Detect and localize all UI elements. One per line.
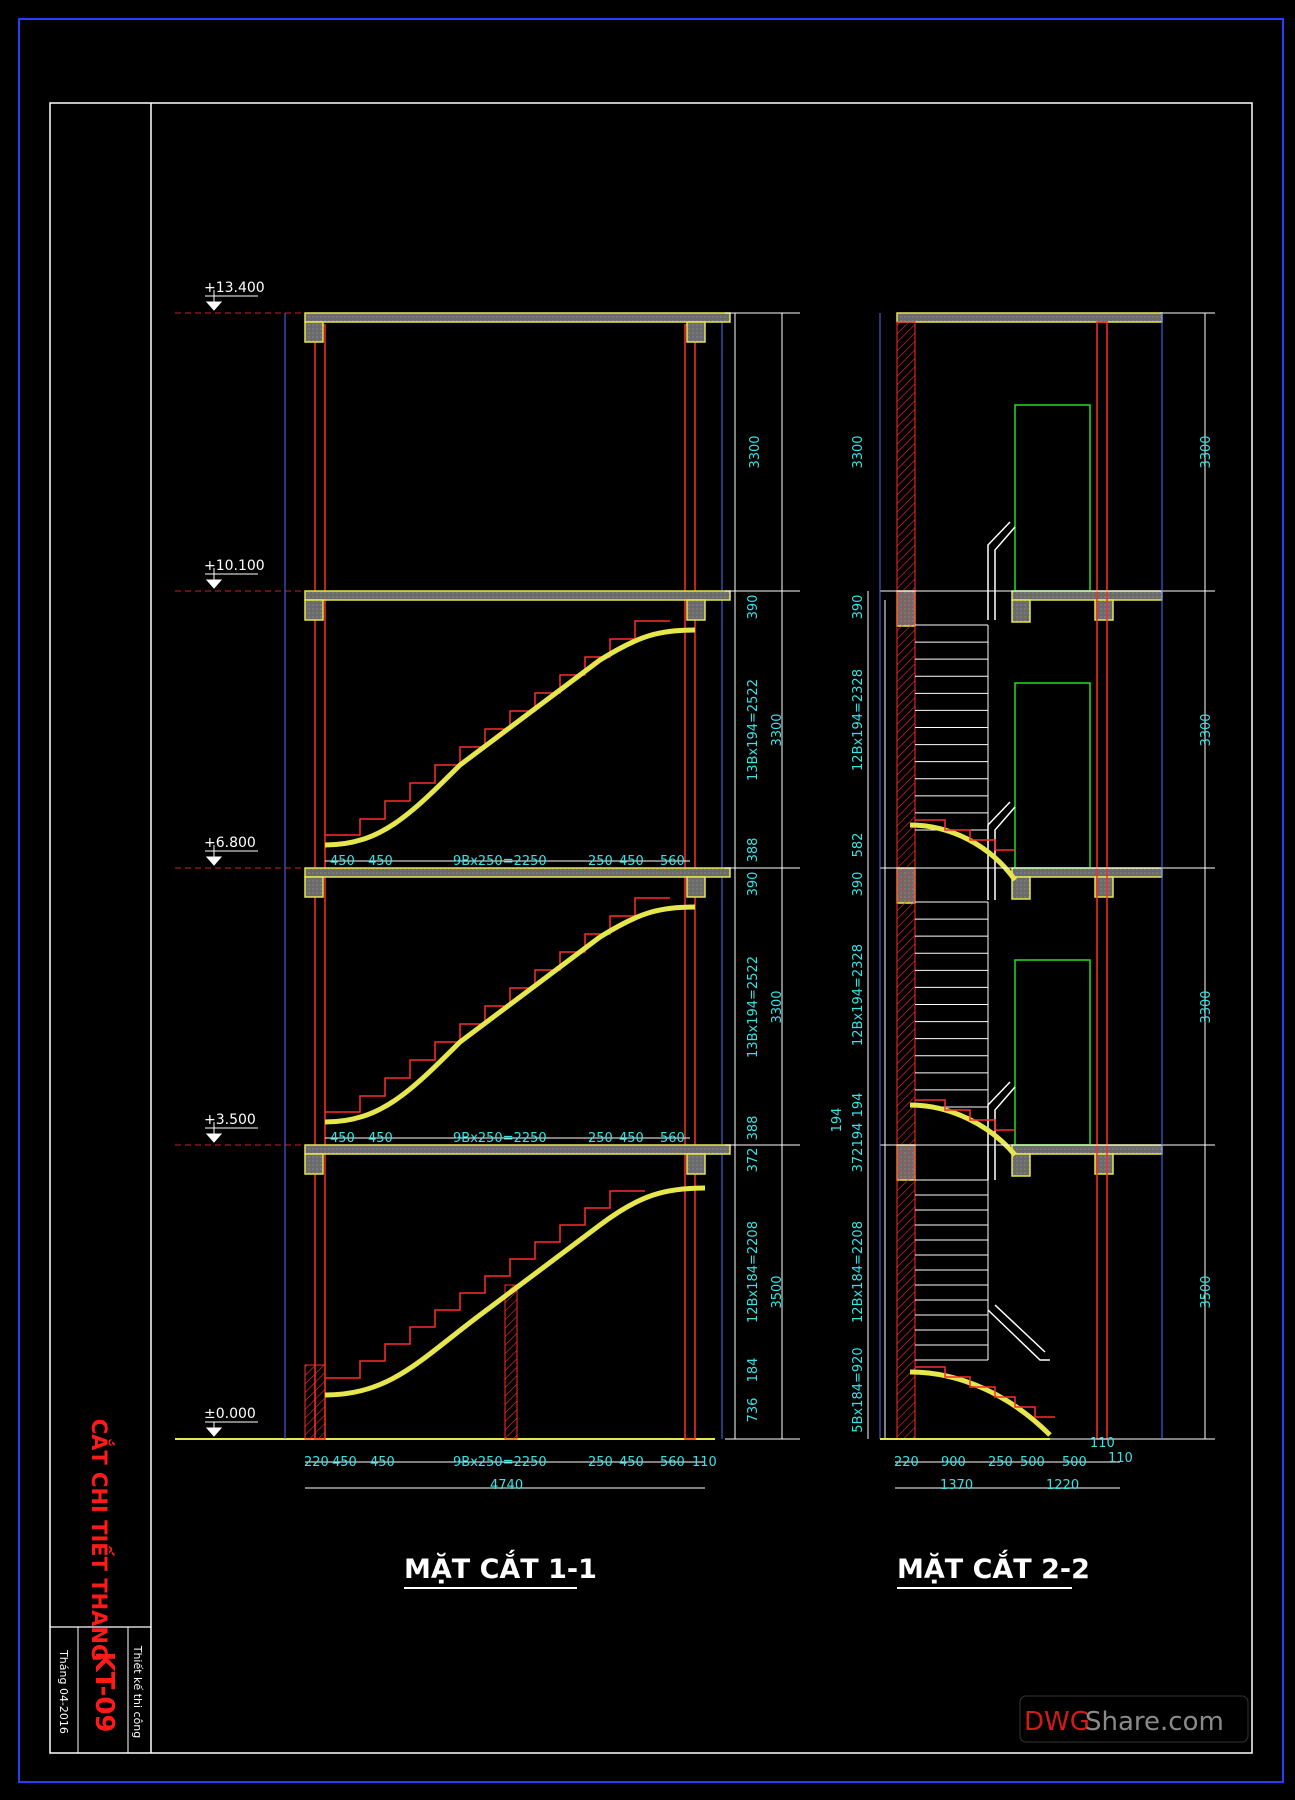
dim-s2-a: 390 <box>746 872 761 897</box>
dim2-5: 12Bx194=2328 <box>851 944 866 1046</box>
bottom-total: 1220 <box>1046 1478 1079 1493</box>
dim-s1-c: 388 <box>746 838 761 863</box>
level-6800: +6.800 <box>204 835 256 851</box>
dim2-10: 12Bx184=2208 <box>851 1221 866 1323</box>
watermark-share: Share.com <box>1085 1707 1224 1737</box>
dim-s3-c: 184 <box>746 1358 761 1383</box>
bottom-dim: 900 <box>941 1455 966 1470</box>
watermark: DWG Share.com <box>1019 1695 1249 1743</box>
bottom-dim: 500 <box>1020 1455 1045 1470</box>
level-3500: +3.500 <box>204 1112 256 1128</box>
dim2-2: 12Bx194=2328 <box>851 669 866 771</box>
bottom-dim: 220 <box>894 1455 919 1470</box>
bottom-dim: 450 <box>332 1455 357 1470</box>
phase-label: Thiết kế thi công <box>131 1645 144 1739</box>
dim-s2-b: 13Bx194=2522 <box>746 956 761 1058</box>
dim-floor-4: 3500 <box>770 1275 785 1308</box>
level-0000: ±0.000 <box>204 1406 256 1422</box>
dim-floor-2: 3300 <box>770 713 785 746</box>
dim2-r3: 3500 <box>1199 1275 1214 1308</box>
dim2-4: 390 <box>851 872 866 897</box>
bottom-dim: 450 <box>619 1455 644 1470</box>
tread-dim: 9Bx250=2250 <box>453 854 547 869</box>
dim-s3-a: 372 <box>746 1148 761 1173</box>
bottom-dim: 250 <box>588 1455 613 1470</box>
tread-dim: 560 <box>660 854 685 869</box>
dim2-3: 582 <box>851 833 866 858</box>
tread-dims-row-1: 450 450 9Bx250=2250 250 450 560 <box>330 854 685 869</box>
tread-dim: 250 <box>588 854 613 869</box>
tread-dims-row-2: 450 450 9Bx250=2250 250 450 560 <box>330 1131 685 1146</box>
dim2-r1: 3300 <box>1199 713 1214 746</box>
tread-dim: 560 <box>660 1131 685 1146</box>
section-1-title: MẶT CẮT 1-1 <box>404 1549 597 1585</box>
dim-s3-d: 736 <box>746 1398 761 1423</box>
dim-floor-3: 3300 <box>770 990 785 1023</box>
dim2-11: 5Bx184=920 <box>851 1347 866 1432</box>
dim-s1-a: 390 <box>746 595 761 620</box>
drawing-code: KT-09 <box>89 1651 119 1732</box>
bottom-total: 1370 <box>940 1478 973 1493</box>
dim2-9: 194 <box>851 1123 866 1148</box>
dim2-r0: 3300 <box>1199 435 1214 468</box>
tread-dim: 450 <box>368 854 393 869</box>
bottom-dim: 110 <box>692 1455 717 1470</box>
tread-dim: 450 <box>330 854 355 869</box>
dim-s3-b: 12Bx184=2208 <box>746 1221 761 1323</box>
bottom-dim: 110 <box>1090 1436 1115 1451</box>
tread-dim: 450 <box>330 1131 355 1146</box>
tread-dim: 250 <box>588 1131 613 1146</box>
bottom-dim: 250 <box>988 1455 1013 1470</box>
watermark-dwg: DWG <box>1024 1707 1090 1737</box>
dim2-8: 372 <box>851 1148 866 1173</box>
section-2-2: 3300 390 12Bx194=2328 582 390 12Bx194=23… <box>830 312 1215 1589</box>
dim2-0: 3300 <box>851 435 866 468</box>
tread-dim: 450 <box>619 1131 644 1146</box>
level-13400: +13.400 <box>204 280 265 296</box>
bottom-dims-2: 220 900 250 500 500 110 110 1370 1220 <box>894 1436 1133 1493</box>
bottom-dims-1: 220 450 450 9Bx250=2250 250 450 560 110 <box>304 1455 717 1470</box>
dim-floor-1: 3300 <box>748 435 763 468</box>
dim-s1-b: 13Bx194=2522 <box>746 679 761 781</box>
inner-frame <box>49 102 1253 1754</box>
level-10100: +10.100 <box>204 558 265 574</box>
dim2-6: 194 <box>830 1108 845 1133</box>
tread-dim: 450 <box>619 854 644 869</box>
dim2-1: 390 <box>851 595 866 620</box>
tread-dim: 450 <box>368 1131 393 1146</box>
bottom-dim: 220 <box>304 1455 329 1470</box>
outer-frame <box>18 18 1284 1783</box>
dim-s2-c: 388 <box>746 1116 761 1141</box>
tread-dim: 9Bx250=2250 <box>453 1131 547 1146</box>
bottom-dim: 110 <box>1108 1451 1133 1466</box>
section-2-title: MẶT CẮT 2-2 <box>897 1549 1090 1585</box>
dim2-7: 194 <box>851 1093 866 1118</box>
bottom-dim: 560 <box>660 1455 685 1470</box>
section-1-1: +13.400 +10.100 +6.800 +3.500 ±0.000 <box>175 280 800 1589</box>
bottom-dim: 450 <box>370 1455 395 1470</box>
bottom-dim: 500 <box>1062 1455 1087 1470</box>
dim2-r2: 3300 <box>1199 990 1214 1023</box>
bottom-dim: 9Bx250=2250 <box>453 1455 547 1470</box>
date-label: Tháng 04-2016 <box>57 1649 70 1734</box>
total-dim-1: 4740 <box>490 1478 523 1493</box>
sheet-title-vertical: CẮT CHI TIẾT THANG <box>87 1419 115 1662</box>
